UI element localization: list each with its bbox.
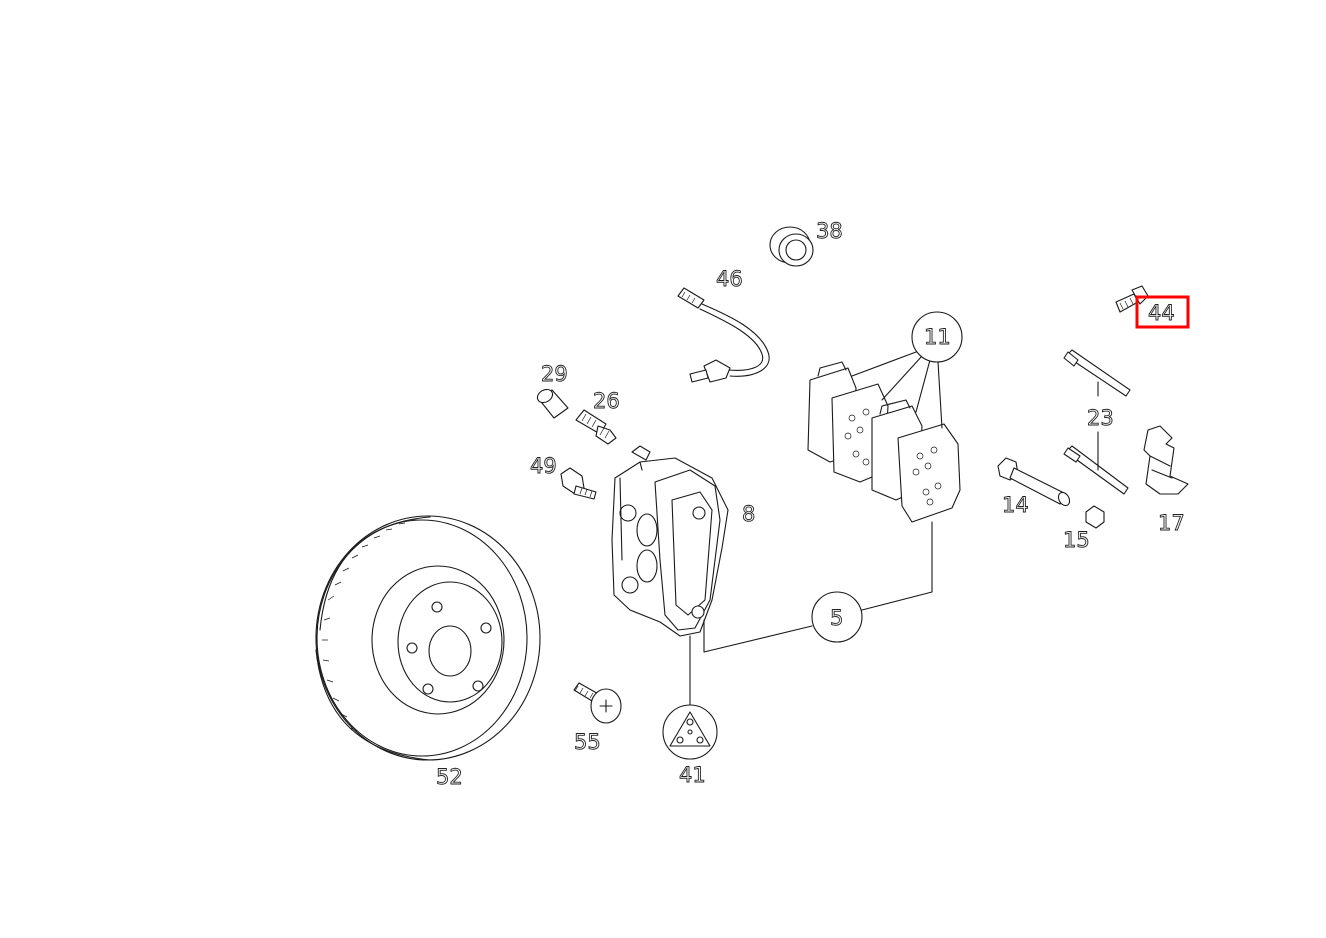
sleeve-bolt-part-14[interactable] — [997, 457, 1072, 508]
wear-sensor-part-46[interactable] — [677, 287, 770, 383]
callout-11: 11 — [924, 325, 951, 349]
callout-46: 46 — [716, 267, 743, 291]
callout-49: 49 — [530, 454, 557, 478]
bleeder-valve-part-26[interactable] — [575, 409, 617, 445]
leader-lines-5 — [689, 521, 933, 706]
callout-5: 5 — [830, 606, 843, 630]
callout-circle-5 — [811, 591, 863, 643]
seal-ring-part-38[interactable] — [769, 226, 814, 267]
callout-44: 44 — [1148, 301, 1175, 325]
screw-part-55[interactable] — [573, 682, 622, 724]
plate-part-41[interactable] — [662, 704, 718, 760]
bolt-part-44[interactable] — [1115, 285, 1149, 313]
callout-38: 38 — [816, 219, 843, 243]
callout-26: 26 — [593, 389, 620, 413]
callout-14: 14 — [1002, 493, 1029, 517]
callout-23: 23 — [1087, 406, 1114, 430]
caliper-part-8[interactable] — [611, 445, 729, 637]
cap-part-29[interactable] — [535, 387, 569, 419]
callout-8: 8 — [742, 502, 755, 526]
leader-lines-11 — [851, 351, 943, 429]
bolt-part-49[interactable] — [560, 467, 597, 500]
guide-pins-part-23[interactable] — [1063, 349, 1131, 495]
brake-pads-part-11[interactable] — [807, 361, 961, 523]
spring-clip-part-17[interactable] — [1143, 425, 1189, 495]
callout-55: 55 — [574, 730, 601, 754]
callout-circle-11 — [911, 311, 963, 363]
brake-pad-4 — [897, 423, 961, 523]
brake-disc-part-52[interactable] — [315, 515, 541, 761]
callout-41: 41 — [679, 763, 706, 787]
callout-29: 29 — [541, 362, 568, 386]
callout-15: 15 — [1063, 528, 1090, 552]
bolt-part-15[interactable] — [1085, 505, 1105, 529]
callout-17: 17 — [1158, 511, 1185, 535]
highlight-box-44 — [1135, 295, 1190, 329]
callout-52: 52 — [436, 765, 463, 789]
